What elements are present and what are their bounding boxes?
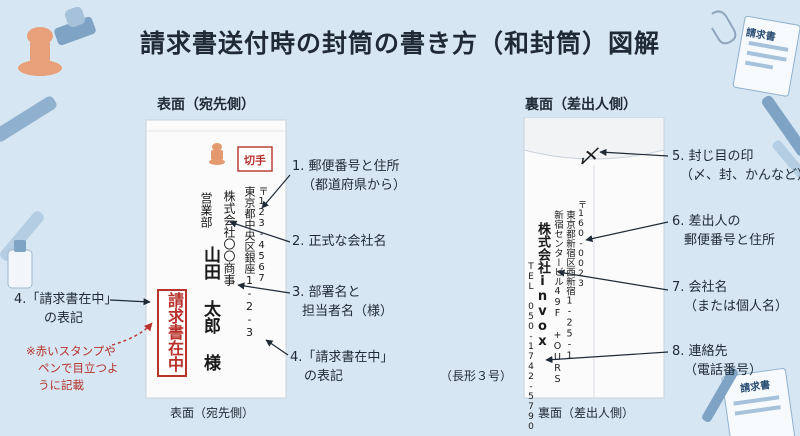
postal-code: 〒123-4567 (256, 186, 267, 284)
recipient-address: 東京都中央区銀座1-2-3 (243, 186, 256, 339)
annotation-6: 6. 差出人の 郵便番号と住所 (672, 212, 775, 250)
stamp-tool-icon-2 (54, 6, 96, 46)
glue-bottle-icon (7, 240, 33, 289)
annotation-8-line-1: 8. 連絡先 (672, 344, 728, 359)
annotation-4-line-2: の表記 (304, 369, 344, 384)
annotation-4-left-line-1: 4.「請求書在中」 (14, 292, 118, 307)
annotation-2: 2. 正式な会社名 (292, 232, 387, 251)
annotation-5: 5. 封じ目の印 （〆、封、かんなど） (672, 147, 800, 185)
annotation-7-line-1: 7. 会社名 (672, 280, 728, 295)
annotation-6-line-1: 6. 差出人の (672, 214, 741, 229)
annotation-8: 8. 連絡先 （電話番号） (672, 342, 762, 380)
enclosed-stamp-text: 請求書在中 (165, 292, 184, 372)
sender-building: 新宿センタービル49F +OURS (552, 210, 563, 385)
enclosed-stamp-box (157, 289, 187, 377)
sender-postal-code: 〒160-0023 (576, 200, 586, 289)
annotation-5-line-1: 5. 封じ目の印 (672, 149, 754, 164)
annotation-4-line-1: 4.「請求書在中」 (290, 350, 394, 365)
annotation-6-line-2: 郵便番号と住所 (684, 233, 776, 248)
annotation-1-line-1: 1. 郵便番号と住所 (292, 159, 400, 174)
annotation-3-line-1: 3. 部署名と (292, 285, 361, 300)
annotation-4-left: 4.「請求書在中」 の表記 (14, 290, 117, 328)
recipient-name: 山田 太郎 様 (200, 246, 220, 371)
stamp-doodle-icon (209, 143, 225, 165)
annotation-3: 3. 部署名と 担当者名（様） (292, 283, 393, 321)
arrow-seal (599, 148, 669, 157)
pen-icon (0, 96, 57, 261)
front-caption: 表面（宛先側） (170, 406, 255, 420)
annotation-1-line-2: （都道府県から） (302, 178, 407, 193)
arrow-company (229, 220, 291, 243)
arrow-sender-company (557, 269, 669, 291)
annotation-4: 4.「請求書在中」 の表記 (290, 348, 393, 386)
annotation-5-line-2: （〆、封、かんなど） (680, 168, 800, 183)
arrow-enclosed-right (265, 339, 289, 356)
red-stamp-note: ※赤いスタンプや ペンで目立つよ うに記載 (26, 343, 119, 394)
sender-tel: TEL 050-1742-5790 (526, 262, 536, 432)
annotation-3-line-2: 担当者名（様） (302, 304, 394, 319)
invoice-document-icon (732, 15, 800, 97)
back-heading: 裏面（差出人側） (525, 97, 637, 113)
page-title: 請求書送付時の封筒の書き方（和封筒）図解 (139, 29, 660, 58)
arrow-recipient (237, 282, 291, 294)
arrow-sender-tel (545, 351, 669, 364)
annotation-7-line-2: （または個人名） (684, 299, 789, 314)
paper-clip-icon (711, 10, 737, 45)
red-note-line-2: ペンで目立つよ (38, 361, 119, 375)
pen-icon-3 (702, 367, 738, 423)
annotation-7: 7. 会社名 （または個人名） (672, 278, 788, 316)
recipient-company: 株式会社〇〇商事 (222, 190, 236, 286)
arrow-sender-address (585, 221, 669, 243)
recipient-department: 営業部 (199, 192, 213, 228)
red-note-line-3: うに記載 (38, 378, 84, 392)
annotation-1: 1. 郵便番号と住所 （都道府県から） (292, 157, 406, 195)
seal-mark: 〆 (578, 144, 598, 168)
front-heading: 表面（宛先側） (157, 97, 255, 113)
arrow-postal-address (261, 174, 291, 209)
sender-address: 東京都新宿区西新宿1-25-1 (564, 210, 575, 362)
sender-company: 株式会社invox (535, 222, 550, 349)
postage-stamp-label: 切手 (244, 154, 266, 167)
annotation-4-left-line-2: の表記 (44, 311, 84, 326)
arrow-red-note (111, 322, 153, 346)
red-note-line-1: ※赤いスタンプや (26, 344, 116, 358)
envelope-size-label: （長形３号） (440, 369, 513, 383)
annotation-8-line-2: （電話番号） (684, 363, 763, 378)
annotation-2-line-1: 2. 正式な会社名 (292, 234, 387, 249)
pen-icon-2 (761, 95, 800, 190)
back-caption: 裏面（差出人側） (538, 406, 635, 420)
arrow-enclosed-left (109, 298, 151, 306)
stamp-tool-icon (18, 27, 62, 76)
invoice-document-icon-2 (721, 368, 795, 436)
postage-stamp-box (237, 146, 273, 172)
